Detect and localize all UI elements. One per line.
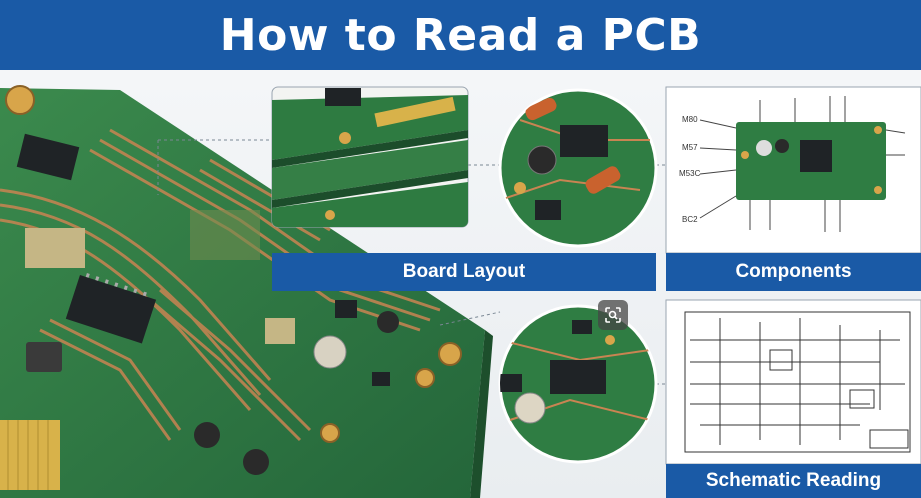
component-label: M53C <box>679 169 701 178</box>
schematic-closeup <box>498 304 658 464</box>
capacitors <box>194 311 399 475</box>
bga-pads <box>25 210 295 344</box>
callout-lines <box>157 139 666 385</box>
schematic-reading-label: Schematic Reading <box>666 464 921 498</box>
image-search-button[interactable] <box>598 300 628 330</box>
component-label: M57 <box>682 143 698 152</box>
components-closeup <box>498 88 658 248</box>
title-banner: How to Read a PCB <box>0 0 921 70</box>
main-pcb <box>0 85 493 498</box>
components-label: Components <box>666 253 921 291</box>
components-diagram: M80 M57 M53C BC2 <box>665 86 921 254</box>
component-label: BC2 <box>682 215 698 224</box>
board-layout-label: Board Layout <box>272 253 656 291</box>
component-label: M80 <box>682 115 698 124</box>
page-title: How to Read a PCB <box>219 9 702 61</box>
edge-connector <box>0 420 60 490</box>
mounting-holes <box>5 85 462 443</box>
board-layout-closeup <box>271 86 469 228</box>
image-search-icon <box>605 307 621 323</box>
schematic-diagram <box>665 299 921 465</box>
